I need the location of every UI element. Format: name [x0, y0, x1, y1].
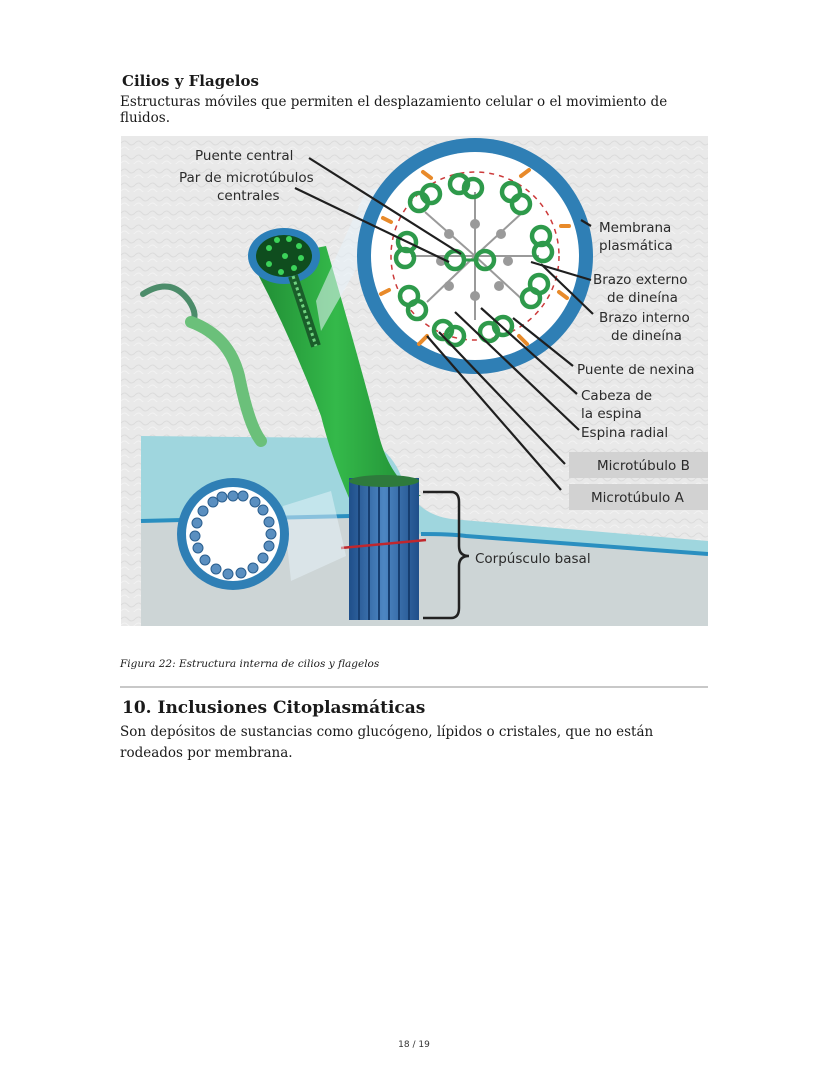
- cilia-flagella-figure: Puente central Par de microtúbulos centr…: [121, 136, 708, 626]
- label-brazo-externo-1: Brazo externo: [593, 272, 688, 288]
- figure-caption: Figura 22: Estructura interna de cilios …: [120, 658, 380, 670]
- cilia-diagram: Puente central Par de microtúbulos centr…: [121, 136, 708, 626]
- label-microtubulo-b: Microtúbulo B: [597, 458, 690, 474]
- label-membrana-2: plasmática: [599, 238, 673, 254]
- label-puente-central: Puente central: [195, 148, 293, 164]
- section-cut-line: [340, 538, 427, 550]
- basal-body: [349, 478, 419, 620]
- inclusiones-text: Son depósitos de sustancias como glucóge…: [120, 724, 654, 761]
- cilium-shaft: [251, 246, 421, 498]
- inclusiones-heading: 10. Inclusiones Citoplasmáticas: [122, 698, 426, 718]
- label-brazo-interno-2: de dineína: [611, 328, 682, 344]
- label-puente-nexina: Puente de nexina: [577, 362, 695, 378]
- section-divider: [120, 686, 708, 688]
- label-par-microtubulos-2: centrales: [217, 188, 280, 204]
- label-cabeza-espina-1: Cabeza de: [581, 388, 652, 404]
- label-membrana-1: Membrana: [599, 220, 671, 236]
- label-espina-radial: Espina radial: [581, 425, 668, 441]
- microtubulo-a-box: [569, 484, 708, 510]
- basal-body-bracket: [423, 490, 470, 620]
- label-microtubulo-a: Microtúbulo A: [591, 490, 685, 506]
- label-cabeza-espina-2: la espina: [581, 406, 642, 422]
- label-corpusculo-basal: Corpúsculo basal: [475, 551, 591, 567]
- leader-lines: [294, 157, 594, 491]
- label-par-microtubulos-1: Par de microtúbulos: [179, 170, 314, 186]
- page-number: 18 / 19: [398, 1040, 430, 1050]
- section-description: Estructuras móviles que permiten el desp…: [120, 94, 668, 126]
- section-heading: Cilios y Flagelos: [122, 72, 259, 90]
- microtubulo-b-box: [569, 452, 708, 478]
- label-brazo-interno-1: Brazo interno: [599, 310, 690, 326]
- label-brazo-externo-2: de dineína: [607, 290, 678, 306]
